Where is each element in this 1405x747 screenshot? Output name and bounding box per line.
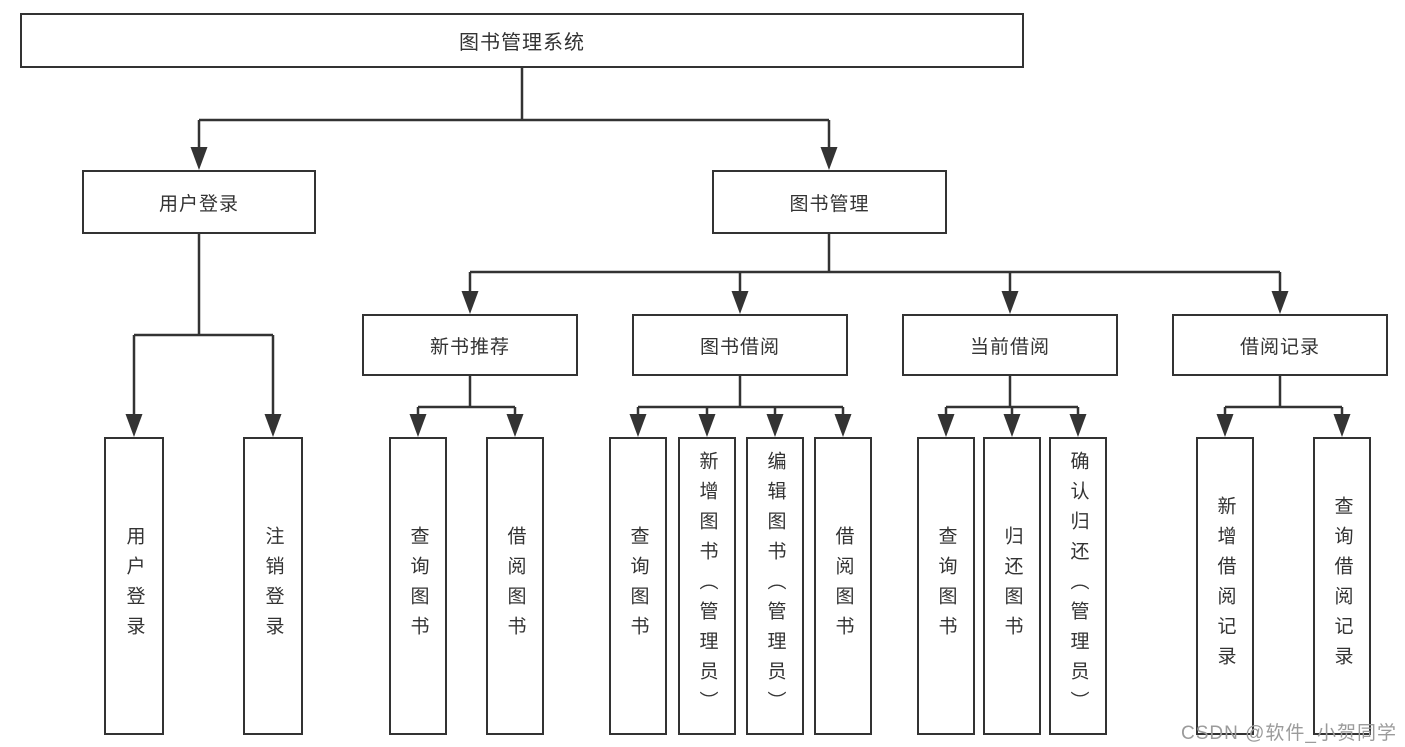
node-label: 新增图书（管理员）	[696, 451, 718, 721]
node-label: 当前借阅	[969, 336, 1050, 358]
arrowhead	[461, 291, 479, 314]
connector-book-borrow-to-leaves	[629, 376, 852, 437]
arrowhead	[766, 414, 784, 437]
node-label: 图书借阅	[699, 336, 780, 358]
node-book-management: 图书管理	[712, 170, 947, 234]
connector-book-mgmt-to-level3	[461, 234, 1289, 314]
node-leaf-return-books: 归还图书	[983, 437, 1041, 735]
arrowhead	[1001, 291, 1019, 314]
node-book-borrowing: 图书借阅	[632, 314, 848, 376]
node-label: 归还图书	[1001, 526, 1023, 646]
node-label: 查询图书	[935, 526, 957, 646]
connector-new-book-rec-to-leaves	[409, 376, 524, 437]
arrowhead	[1069, 414, 1087, 437]
node-current-borrowing: 当前借阅	[902, 314, 1118, 376]
arrowhead	[190, 147, 208, 170]
connector-root-to-level2	[190, 68, 838, 170]
node-label: 查询借阅记录	[1331, 496, 1353, 676]
node-label: 图书管理系统	[459, 32, 585, 54]
node-label: 新增借阅记录	[1214, 496, 1236, 676]
node-label: 注销登录	[262, 526, 284, 646]
arrowhead	[820, 147, 838, 170]
arrowhead	[629, 414, 647, 437]
arrowhead	[698, 414, 716, 437]
arrowhead	[506, 414, 524, 437]
arrowhead	[1216, 414, 1234, 437]
node-label: 图书管理	[789, 193, 870, 215]
node-leaf-borrow-books: 借阅图书	[814, 437, 872, 735]
watermark: CSDN @软件_小贺同学	[1181, 723, 1397, 744]
node-new-book-recommendation: 新书推荐	[362, 314, 578, 376]
arrowhead	[409, 414, 427, 437]
arrowhead	[937, 414, 955, 437]
node-root-library-management-system: 图书管理系统	[20, 13, 1024, 68]
node-leaf-edit-books-admin: 编辑图书（管理员）	[746, 437, 804, 735]
node-label: 借阅图书	[504, 526, 526, 646]
arrowhead	[1003, 414, 1021, 437]
node-leaf-query-borrow-record: 查询借阅记录	[1313, 437, 1371, 735]
node-label: 借阅图书	[832, 526, 854, 646]
node-leaf-query-books-recommend: 查询图书	[389, 437, 447, 735]
connector-user-login-to-leaves	[125, 234, 282, 437]
arrowhead	[731, 291, 749, 314]
node-leaf-confirm-return-admin: 确认归还（管理员）	[1049, 437, 1107, 735]
node-label: 编辑图书（管理员）	[764, 451, 786, 721]
arrowhead	[125, 414, 143, 437]
node-user-login: 用户登录	[82, 170, 316, 234]
node-label: 查询图书	[627, 526, 649, 646]
connector-borrow-records-to-leaves	[1216, 376, 1351, 437]
node-leaf-borrow-books-recommend: 借阅图书	[486, 437, 544, 735]
arrowhead	[1333, 414, 1351, 437]
node-label: 新书推荐	[429, 336, 510, 358]
node-label: 查询图书	[407, 526, 429, 646]
node-leaf-logout: 注销登录	[243, 437, 303, 735]
node-label: 借阅记录	[1239, 336, 1320, 358]
node-leaf-query-books-current: 查询图书	[917, 437, 975, 735]
node-leaf-query-books-borrow: 查询图书	[609, 437, 667, 735]
arrowhead	[834, 414, 852, 437]
node-leaf-add-books-admin: 新增图书（管理员）	[678, 437, 736, 735]
node-leaf-user-login: 用户登录	[104, 437, 164, 735]
arrowhead	[1271, 291, 1289, 314]
node-borrowing-records: 借阅记录	[1172, 314, 1388, 376]
node-leaf-add-borrow-record: 新增借阅记录	[1196, 437, 1254, 735]
node-label: 用户登录	[123, 526, 145, 646]
connector-current-borrow-to-leaves	[937, 376, 1087, 437]
node-label: 用户登录	[158, 193, 239, 215]
arrowhead	[264, 414, 282, 437]
node-label: 确认归还（管理员）	[1067, 451, 1089, 721]
